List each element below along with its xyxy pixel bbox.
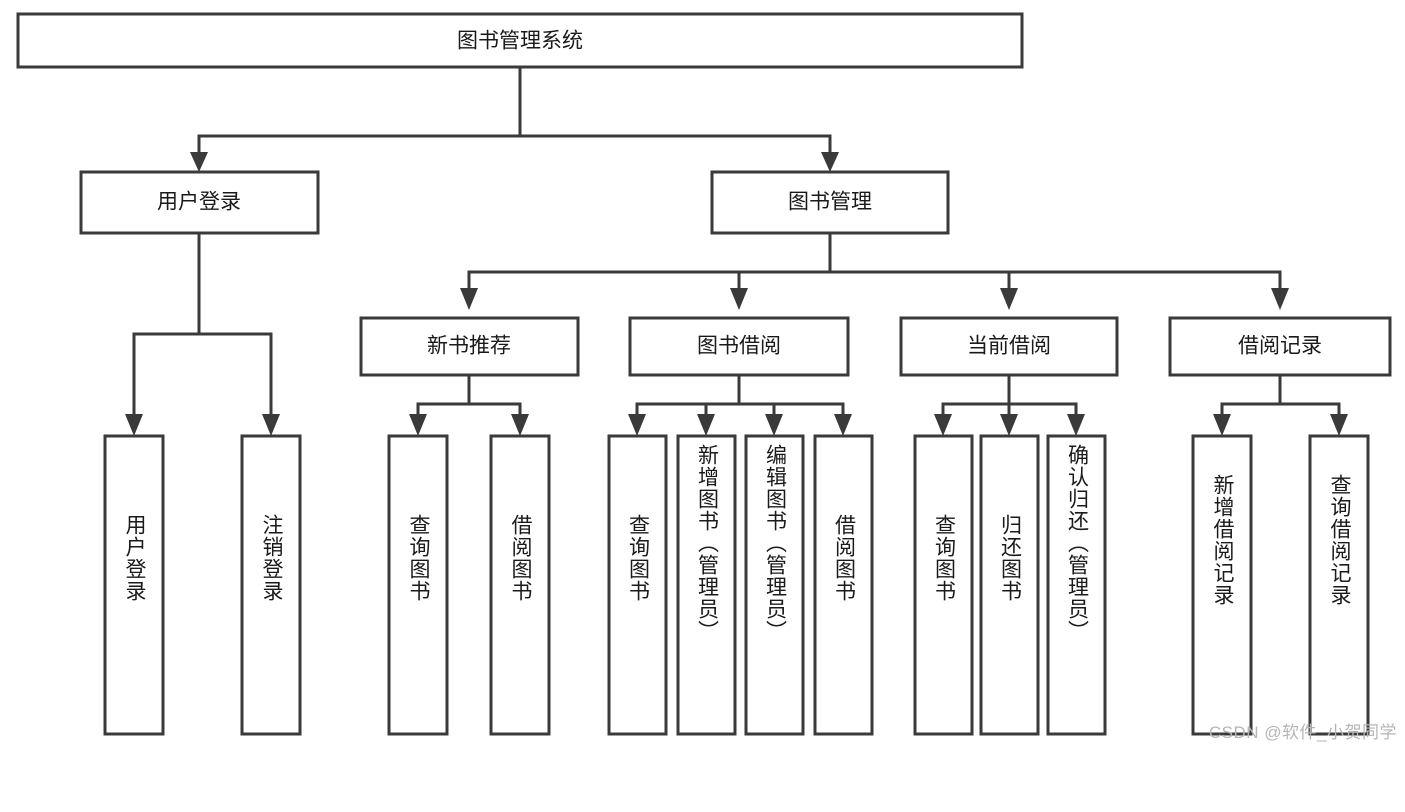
node-leaf-user-login[interactable] xyxy=(103,434,165,736)
node-leaf-query-borrow-record[interactable] xyxy=(1308,434,1370,736)
node-root[interactable]: 图书管理系统 xyxy=(16,12,1024,69)
connector-current-borrow-to-leaves xyxy=(934,373,1085,436)
node-new-book-recommend-label: 新书推荐 xyxy=(427,335,511,358)
node-leaf-query-book-cb[interactable] xyxy=(913,434,974,736)
node-leaf-return-book[interactable] xyxy=(979,434,1040,736)
connector-book-mgmt-to-level3 xyxy=(460,231,1289,310)
node-leaf-logout[interactable] xyxy=(240,434,302,736)
node-leaf-borrow-book-bb[interactable] xyxy=(813,434,874,736)
node-leaf-edit-book[interactable] xyxy=(744,434,805,736)
node-book-management-label: 图书管理 xyxy=(788,191,872,214)
node-book-management[interactable]: 图书管理 xyxy=(710,170,950,235)
watermark-text: CSDN @软件_小贺同学 xyxy=(1208,723,1397,742)
node-leaf-add-book[interactable] xyxy=(676,434,737,736)
node-current-borrow[interactable]: 当前借阅 xyxy=(899,316,1119,377)
connector-user-login-to-leaves xyxy=(125,231,280,436)
node-leaf-query-book-nb[interactable] xyxy=(387,434,449,736)
connector-root-to-level2 xyxy=(190,65,839,172)
connector-borrow-record-to-leaves xyxy=(1213,373,1348,436)
node-user-login-label: 用户登录 xyxy=(157,191,241,214)
node-book-borrow[interactable]: 图书借阅 xyxy=(628,316,850,377)
node-user-login[interactable]: 用户登录 xyxy=(79,170,320,235)
connector-book-borrow-to-leaves xyxy=(628,373,852,436)
diagram-canvas: 图书管理系统 用户登录 图书管理 新书推荐 图书借阅 当前借阅 借阅记录 xyxy=(16,12,1397,742)
node-borrow-record-label: 借阅记录 xyxy=(1238,335,1322,358)
node-leaf-confirm-return[interactable] xyxy=(1046,434,1107,736)
connector-new-book-to-leaves xyxy=(409,373,529,436)
node-book-borrow-label: 图书借阅 xyxy=(697,335,781,358)
node-leaf-add-borrow-record[interactable] xyxy=(1191,434,1253,736)
node-borrow-record[interactable]: 借阅记录 xyxy=(1168,316,1392,377)
node-new-book-recommend[interactable]: 新书推荐 xyxy=(359,316,580,377)
diagram-svg: 图书管理系统 用户登录 图书管理 新书推荐 图书借阅 当前借阅 借阅记录 xyxy=(16,12,1392,736)
node-root-label: 图书管理系统 xyxy=(457,30,583,53)
node-leaf-borrow-book-nb[interactable] xyxy=(489,434,551,736)
node-leaf-query-book-bb[interactable] xyxy=(607,434,668,736)
node-current-borrow-label: 当前借阅 xyxy=(967,335,1051,358)
